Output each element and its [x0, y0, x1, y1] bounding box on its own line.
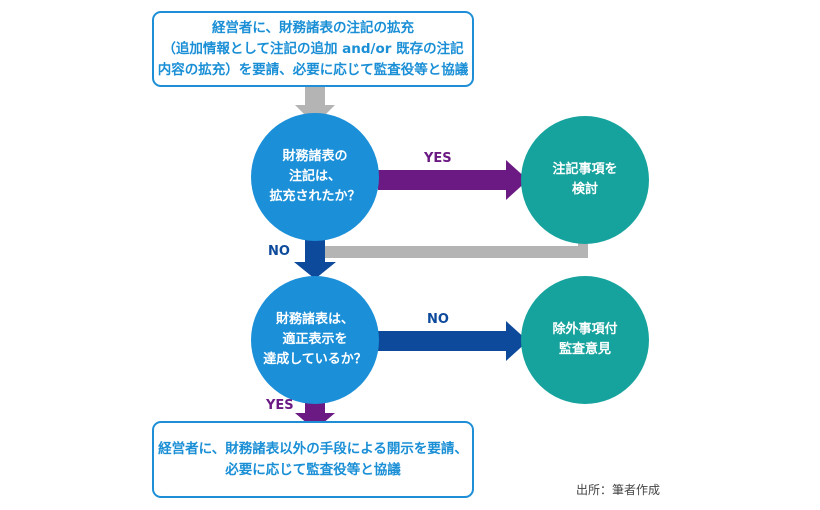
- circle-line: 達成しているか？: [263, 352, 367, 367]
- label-q1-yes: YES: [424, 151, 452, 166]
- label-q1-no: NO: [268, 244, 290, 259]
- box-line: 内容の拡充）を要請、必要に応じて監査役等と協議: [157, 61, 469, 78]
- circle-line: 適正表示を: [282, 332, 348, 347]
- box-line: 経営者に、財務諸表以外の手段による開示を要請、: [158, 440, 468, 457]
- label-q2-yes: YES: [266, 398, 294, 413]
- circle-line: 拡充されたか？: [269, 189, 361, 204]
- circle-line: 財務諸表の: [282, 149, 348, 164]
- circle-line: 除外事項付: [552, 322, 618, 337]
- question-notes-expanded: 財務諸表の 注記は、 拡充されたか？: [251, 113, 379, 241]
- arrow-q2-no: [378, 321, 528, 361]
- circle-line: 財務諸表は、: [275, 312, 354, 327]
- label-q2-no: NO: [427, 312, 449, 327]
- outcome-qualified-opinion: 除外事項付 監査意見: [521, 276, 649, 404]
- request-other-disclosure-box: 経営者に、財務諸表以外の手段による開示を要請、 必要に応じて監査役等と協議: [152, 421, 474, 498]
- arrow-q1-no: [294, 240, 336, 279]
- circle-line: 監査意見: [558, 342, 611, 357]
- box-line: （追加情報として注記の追加 and/or 既存の注記: [162, 40, 464, 57]
- circle-line: 検討: [571, 182, 598, 197]
- circle-line: 注記事項を: [552, 162, 618, 177]
- question-fair-presentation: 財務諸表は、 適正表示を 達成しているか？: [251, 276, 379, 404]
- request-note-expansion-box: 経営者に、財務諸表の注記の拡充 （追加情報として注記の追加 and/or 既存の…: [152, 11, 474, 87]
- arrow-q1-yes: [378, 160, 528, 200]
- source-note: 出所：筆者作成: [576, 483, 661, 497]
- arrow-notes-return: [325, 238, 588, 258]
- outcome-review-notes: 注記事項を 検討: [521, 116, 649, 244]
- circle-line: 注記は、: [288, 169, 341, 184]
- box-line: 必要に応じて監査役等と協議: [225, 461, 401, 478]
- box-line: 経営者に、財務諸表の注記の拡充: [211, 19, 415, 36]
